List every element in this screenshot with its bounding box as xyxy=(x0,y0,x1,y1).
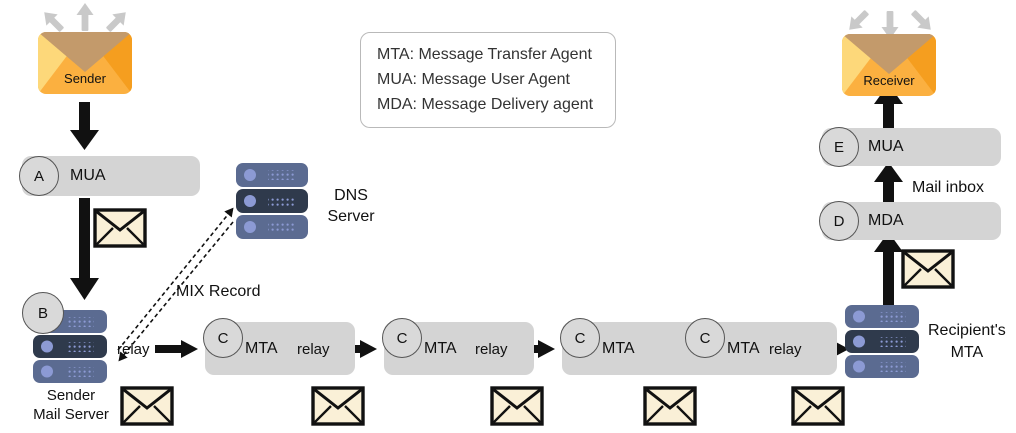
receiver-envelope-icon: Receiver xyxy=(842,34,936,96)
dns-server-label: DNS Server xyxy=(316,185,386,227)
sender-motion-arrows xyxy=(44,3,126,32)
arrow-recipientmta-to-mda xyxy=(874,232,903,308)
arrow-mda-to-mua xyxy=(874,162,903,206)
badge-a: A xyxy=(19,156,59,196)
envelope-flap xyxy=(842,34,936,74)
mail-icon-hop-5 xyxy=(791,386,845,426)
arrow-sender-to-mua xyxy=(70,102,99,150)
stage-mta-3-label: MTA xyxy=(602,339,635,357)
relay-label-4: relay xyxy=(769,341,802,358)
mail-inbox-label: Mail inbox xyxy=(912,179,985,196)
badge-c-1: C xyxy=(203,318,243,358)
recipient-mta-label: Recipient's MTA xyxy=(928,320,1006,364)
relay-label-3: relay xyxy=(475,341,508,358)
receiver-label: Receiver xyxy=(863,73,915,88)
dns-server-icon xyxy=(236,163,308,239)
badge-c-2: C xyxy=(382,318,422,358)
stage-mta-2-label: MTA xyxy=(424,339,457,357)
badge-c-3: C xyxy=(560,318,600,358)
stage-sender-mua-label: MUA xyxy=(70,167,106,184)
dns-query-arrow xyxy=(117,207,234,362)
relay-label-2: relay xyxy=(297,341,330,358)
relay-label-1: relay xyxy=(117,341,150,358)
badge-e: E xyxy=(819,127,859,167)
mail-icon-hop-2 xyxy=(311,386,365,426)
stage-mta-1-label: MTA xyxy=(245,339,278,357)
dns-server-label-line1: DNS xyxy=(334,187,368,204)
sender-label: Sender xyxy=(64,71,106,86)
badge-d: D xyxy=(819,201,859,241)
mx-record-label: MIX Record xyxy=(176,283,261,300)
receiver-motion-arrows xyxy=(849,10,931,39)
dns-server-label-line2: Server xyxy=(327,208,375,225)
recipient-mta-label-line2: MTA xyxy=(950,344,984,361)
mail-icon-mua-out xyxy=(93,208,147,248)
sender-envelope-icon: Sender xyxy=(38,32,132,94)
recipient-mta-label-line1: Recipient's xyxy=(928,322,1006,339)
mail-icon-hop-3 xyxy=(490,386,544,426)
legend-line-mda: MDA: Message Delivery agent xyxy=(377,96,594,113)
legend-line-mua: MUA: Message User Agent xyxy=(377,71,570,88)
mail-icon-hop-1 xyxy=(120,386,174,426)
stage-recipient-mua-label: MUA xyxy=(868,138,904,155)
stage-mta-4-label: MTA xyxy=(727,339,760,357)
mail-icon-mda-in xyxy=(901,249,955,289)
sender-mail-server-label: Sender Mail Server xyxy=(18,386,124,424)
stage-recipient-mda-label: MDA xyxy=(868,212,904,229)
envelope-flap xyxy=(38,32,132,72)
legend-line-mta: MTA: Message Transfer Agent xyxy=(377,46,592,63)
badge-b: B xyxy=(22,292,64,334)
legend-box: MTA: Message Transfer Agent MUA: Message… xyxy=(360,32,616,128)
arrow-mua-to-mailserver xyxy=(70,198,99,300)
sender-mail-server-label-line2: Mail Server xyxy=(33,406,109,423)
sender-mail-server-label-line1: Sender xyxy=(46,387,96,404)
recipient-mta-server-icon xyxy=(845,305,919,378)
badge-c-4: C xyxy=(685,318,725,358)
mail-icon-hop-4 xyxy=(643,386,697,426)
